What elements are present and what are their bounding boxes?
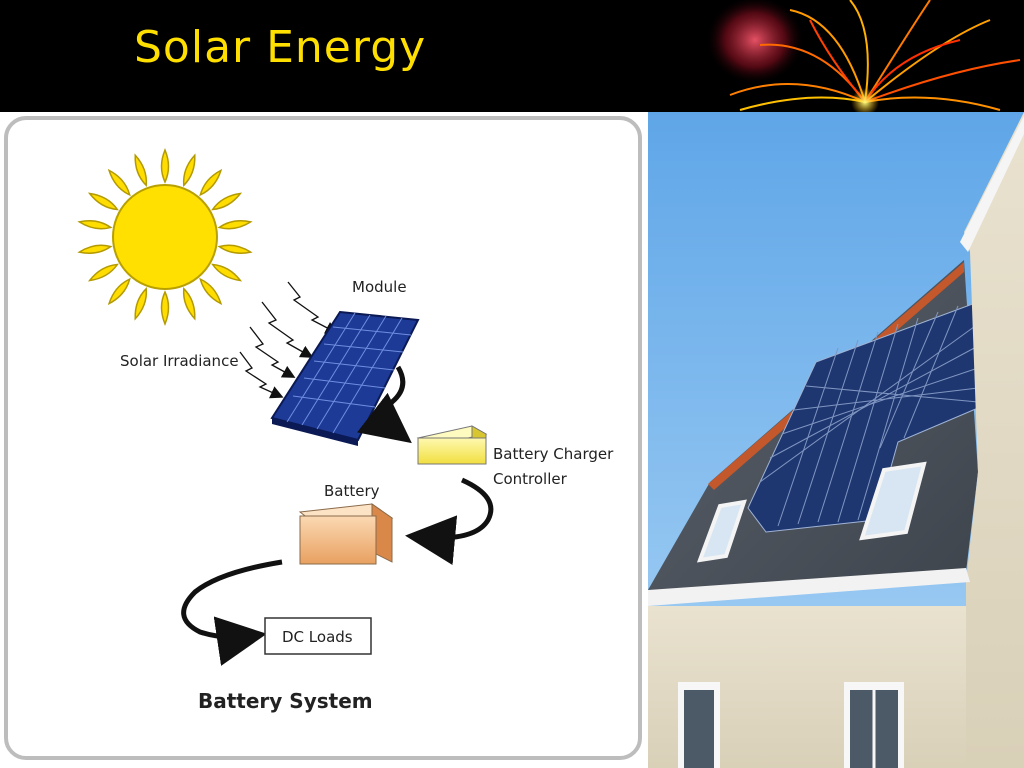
- solar-irradiance-label: Solar Irradiance: [120, 352, 239, 370]
- dc-loads-box: [264, 617, 372, 655]
- sun-icon: [77, 148, 253, 326]
- roof-solar-panels: [747, 301, 979, 533]
- flow-arrow-module-to-controller: [357, 365, 412, 444]
- charger-label-line1: Battery Charger: [493, 445, 614, 463]
- flow-arrow-battery-to-loads: [181, 559, 283, 666]
- dc-loads-label: DC Loads: [282, 628, 353, 646]
- gable-wall: [964, 112, 1024, 768]
- diagram-caption: Battery System: [198, 689, 373, 713]
- irradiance-arrows: [239, 281, 339, 399]
- battery-system-diagram: Module Solar Irradiance Battery Charger …: [0, 112, 648, 768]
- module-label: Module: [352, 278, 407, 296]
- sun-flare-decoration: [705, 0, 1021, 112]
- roof-windows: [696, 461, 927, 563]
- charge-controller-icon: [416, 425, 488, 465]
- diagram-frame: [4, 116, 642, 760]
- charger-label-line2: Controller: [493, 470, 568, 488]
- battery-icon: [298, 503, 394, 565]
- slide-title: Solar Energy: [134, 22, 427, 73]
- house-windows: [678, 682, 904, 768]
- title-bar: Solar Energy: [0, 0, 1024, 112]
- flow-arrow-controller-to-battery: [405, 477, 494, 566]
- house-solar-roof-photo: [648, 112, 1024, 768]
- battery-label: Battery: [324, 482, 380, 500]
